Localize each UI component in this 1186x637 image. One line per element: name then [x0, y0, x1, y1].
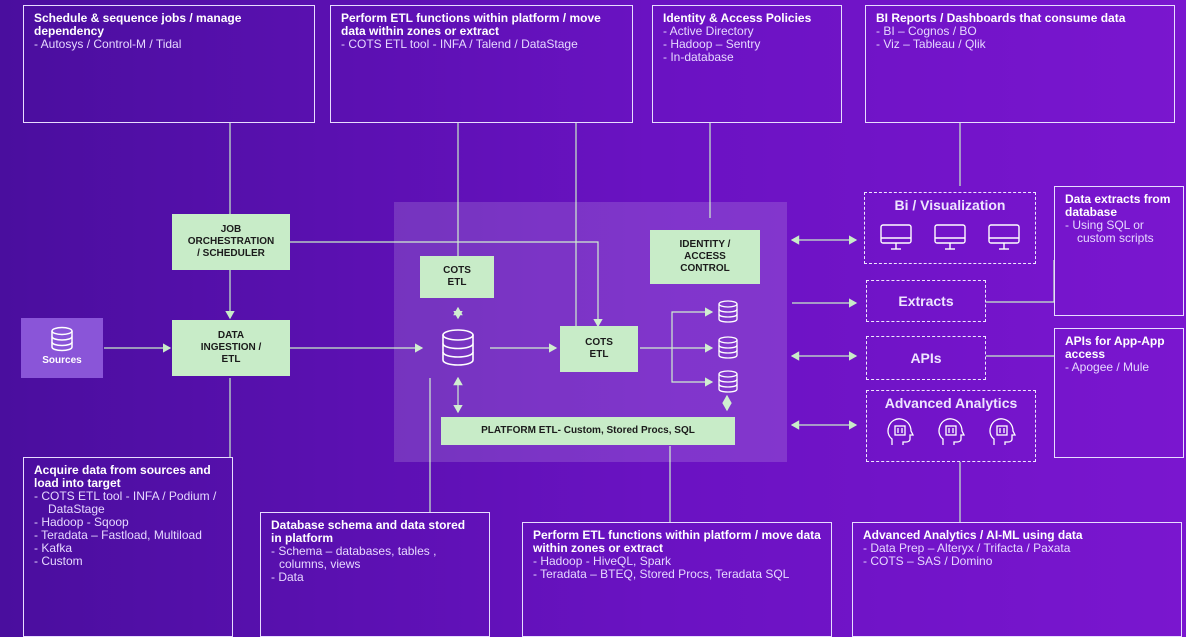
schedule-title: Schedule & sequence jobs / manage depend…	[34, 11, 242, 38]
identity-item: - Active Directory	[663, 24, 754, 38]
database-icon	[718, 370, 738, 393]
acquire-item: - COTS ETL tool - INFA / Podium / DataSt…	[34, 489, 217, 516]
advanced-analytics-box: Advanced Analytics	[866, 390, 1036, 462]
apis-box: APIs	[866, 336, 986, 380]
schema-item: - Schema – databases, tables , columns, …	[271, 544, 437, 571]
platform-etl-label: PLATFORM ETL	[481, 425, 558, 436]
acquire-item: - Teradata – Fastload, Multiload	[34, 528, 202, 542]
etl-top-desc-box: Perform ETL functions within platform / …	[330, 5, 633, 123]
ai-head-icon	[887, 418, 915, 445]
sources-box: Sources	[21, 318, 103, 378]
cots-etl-box-1: COTS ETL	[420, 256, 494, 298]
database-icon	[51, 326, 73, 352]
schema-desc-box: Database schema and data stored in platf…	[260, 512, 490, 637]
database-icon	[442, 329, 474, 366]
platform-etl-desc: - Custom, Stored Procs, SQL	[557, 425, 695, 436]
apis-app-title: APIs for App-App access	[1065, 334, 1165, 361]
database-icon	[718, 336, 738, 359]
extracts-db-title: Data extracts from database	[1065, 192, 1171, 219]
monitor-icon	[988, 224, 1020, 250]
identity-item: - In-database	[663, 50, 734, 64]
acquire-item: - Hadoop - Sqoop	[34, 515, 129, 529]
advanced-item: - COTS – SAS / Domino	[863, 554, 993, 568]
database-icon	[718, 300, 738, 323]
bi-reports-desc-box: BI Reports / Dashboards that consume dat…	[865, 5, 1175, 123]
schedule-desc-box: Schedule & sequence jobs / manage depend…	[23, 5, 315, 123]
acquire-item: - Custom	[34, 554, 83, 568]
identity-access-box: IDENTITY / ACCESS CONTROL	[650, 230, 760, 284]
sources-label: Sources	[42, 355, 82, 366]
apis-app-desc-box: APIs for App-App access - Apogee / Mule	[1054, 328, 1184, 458]
acquire-desc-box: Acquire data from sources and load into …	[23, 457, 233, 637]
identity-access-label: IDENTITY / ACCESS CONTROL	[679, 239, 731, 274]
advanced-title: Advanced Analytics / AI-ML using data	[863, 528, 1083, 542]
etl-top-title: Perform ETL functions within platform / …	[341, 11, 601, 38]
bi-visualization-box: Bi / Visualization	[864, 192, 1036, 264]
apis-app-item: - Apogee / Mule	[1065, 360, 1150, 374]
extracts-label: Extracts	[898, 293, 954, 309]
schema-item: - Data	[271, 570, 304, 584]
bi-reports-item: - Viz – Tableau / Qlik	[876, 37, 986, 51]
etl-top-item: - COTS ETL tool - INFA / Talend / DataSt…	[341, 37, 578, 51]
advanced-desc-box: Advanced Analytics / AI-ML using data - …	[852, 522, 1182, 637]
bi-reports-item: - BI – Cognos / BO	[876, 24, 977, 38]
schedule-item: - Autosys / Control-M / Tidal	[34, 37, 182, 51]
etl-bottom-desc-box: Perform ETL functions within platform / …	[522, 522, 832, 637]
platform-etl-box: PLATFORM ETL - Custom, Stored Procs, SQL	[441, 417, 735, 445]
etl-bottom-item: - Teradata – BTEQ, Stored Procs, Teradat…	[533, 567, 790, 581]
advanced-analytics-label: Advanced Analytics	[884, 395, 1018, 411]
bi-visualization-label: Bi / Visualization	[894, 197, 1006, 213]
bi-reports-title: BI Reports / Dashboards that consume dat…	[876, 11, 1126, 25]
data-ingestion-box: DATA INGESTION / ETL	[172, 320, 290, 376]
identity-item: - Hadoop – Sentry	[663, 37, 761, 51]
extracts-box: Extracts	[866, 280, 986, 322]
job-orchestration-box: JOB ORCHESTRATION / SCHEDULER	[172, 214, 290, 270]
monitor-icon	[880, 224, 912, 250]
etl-bottom-title: Perform ETL functions within platform / …	[533, 528, 821, 555]
identity-title: Identity & Access Policies	[663, 11, 812, 25]
schema-title: Database schema and data stored in platf…	[271, 518, 466, 545]
extracts-db-item: - Using SQL or custom scripts	[1065, 218, 1154, 245]
acquire-item: - Kafka	[34, 541, 73, 555]
monitor-icon	[934, 224, 966, 250]
identity-desc-box: Identity & Access Policies - Active Dire…	[652, 5, 842, 123]
apis-label: APIs	[910, 350, 942, 366]
cots-etl-box-2: COTS ETL	[560, 326, 638, 372]
extracts-db-desc-box: Data extracts from database - Using SQL …	[1054, 186, 1184, 316]
ai-head-icon	[989, 418, 1016, 445]
etl-bottom-item: - Hadoop - HiveQL, Spark	[533, 554, 672, 568]
advanced-item: - Data Prep – Alteryx / Trifacta / Paxat…	[863, 541, 1071, 555]
acquire-title: Acquire data from sources and load into …	[34, 463, 211, 490]
ai-head-icon	[938, 418, 965, 445]
